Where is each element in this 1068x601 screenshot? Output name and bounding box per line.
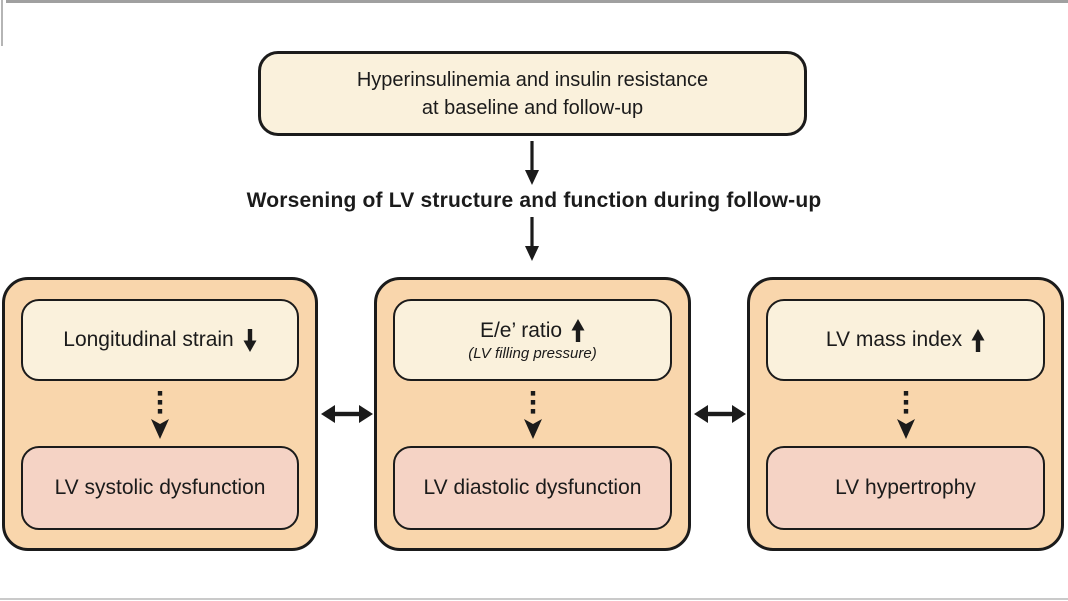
outcome-label: LV diastolic dysfunction: [423, 476, 642, 499]
finding-label: E/e’ ratio: [479, 318, 563, 342]
left-right-arrow-icon: [321, 405, 373, 423]
cropped-bottom-border: [0, 598, 1068, 600]
finding-label: Longitudinal strain: [63, 328, 234, 351]
finding-box-ee-ratio: E/e’ ratio (LV filling pressure): [393, 299, 672, 381]
dotted-down-arrow-icon: [151, 391, 169, 439]
outcome-box-hypertrophy: LV hypertrophy: [766, 446, 1045, 530]
headline-text: Worsening of LV structure and function d…: [246, 189, 822, 212]
finding-box-strain: Longitudinal strain: [21, 299, 299, 381]
down-arrow-icon: [525, 141, 539, 185]
panel-systolic: Longitudinal strain LV systolic dysfunct…: [2, 277, 318, 551]
trend-down-icon: [243, 328, 257, 352]
panel-diastolic: E/e’ ratio (LV filling pressure) LV dias…: [374, 277, 691, 551]
cause-box: Hyperinsulinemia and insulin resistance …: [258, 51, 807, 136]
outcome-box-systolic: LV systolic dysfunction: [21, 446, 299, 530]
dotted-down-arrow-icon: [896, 391, 915, 439]
dotted-down-arrow-icon: [523, 391, 542, 439]
outcome-label: LV systolic dysfunction: [54, 476, 266, 499]
cause-line1: Hyperinsulinemia and insulin resistance: [356, 68, 709, 91]
down-arrow-icon: [525, 217, 539, 261]
cropped-top-border: [6, 0, 1068, 3]
panel-hypertrophy: LV mass index LV hypertrophy: [747, 277, 1064, 551]
trend-up-icon: [971, 328, 985, 352]
left-right-arrow-icon: [694, 405, 746, 423]
finding-box-mass-index: LV mass index: [766, 299, 1045, 381]
cropped-left-border: [1, 0, 3, 46]
outcome-label: LV hypertrophy: [835, 476, 976, 499]
cause-line2: at baseline and follow-up: [421, 96, 644, 119]
finding-label: LV mass index: [825, 328, 963, 351]
finding-subtitle: (LV filling pressure): [468, 344, 597, 362]
trend-up-icon: [571, 319, 585, 342]
outcome-box-diastolic: LV diastolic dysfunction: [393, 446, 672, 530]
